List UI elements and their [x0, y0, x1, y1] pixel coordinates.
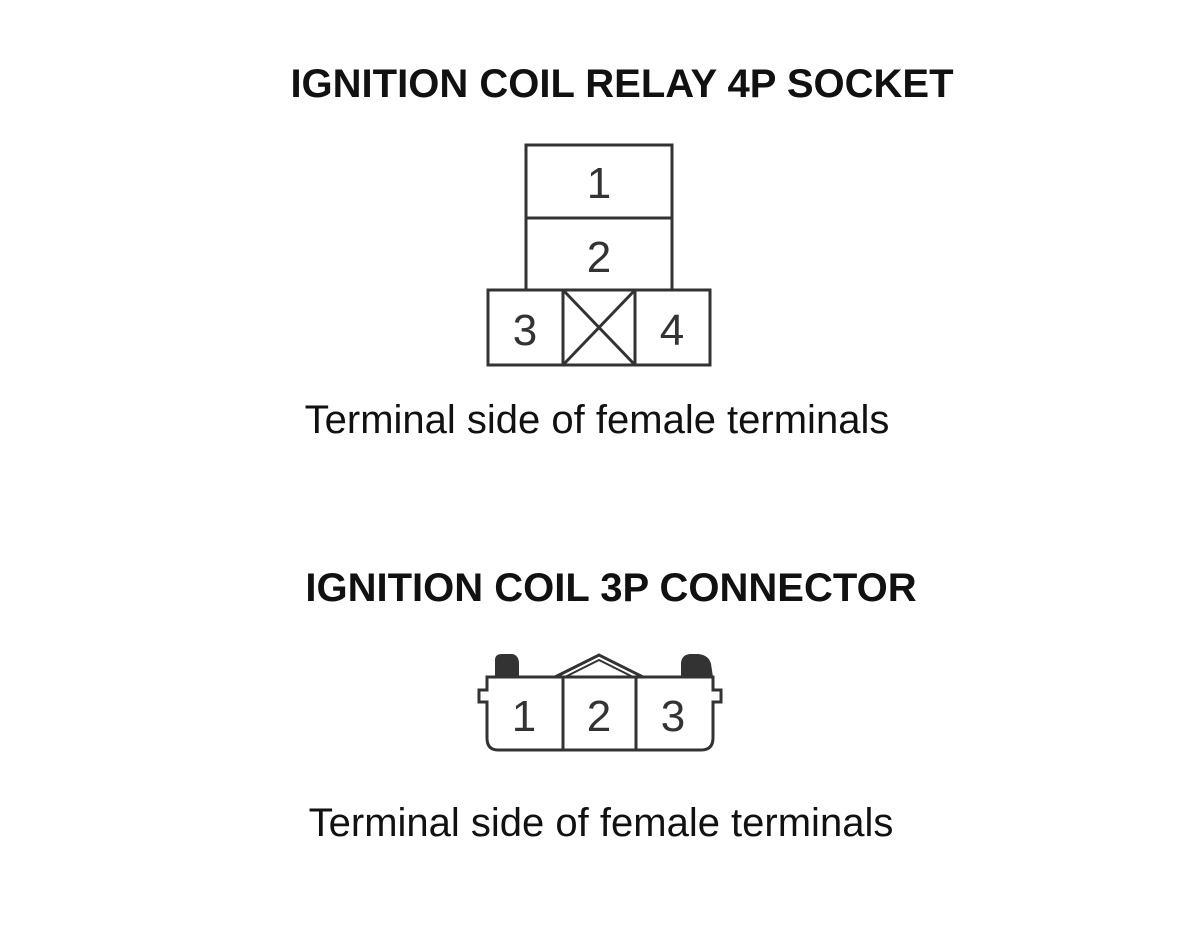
relay-pin-3-label: 3: [513, 306, 537, 355]
coil-connector-title: IGNITION COIL 3P CONNECTOR: [305, 566, 917, 610]
relay-socket-title: IGNITION COIL RELAY 4P SOCKET: [290, 62, 954, 106]
coil-connector-caption: Terminal side of female terminals: [308, 801, 894, 845]
empty-cavity-mark: [561, 288, 637, 367]
relay-pin-4-label: 4: [660, 306, 684, 355]
relay-socket-caption: Terminal side of female terminals: [304, 398, 890, 442]
relay-pin-1-label: 1: [587, 159, 611, 208]
relay-socket-lower-block: [486, 288, 712, 367]
relay-pin-2-label: 2: [587, 233, 611, 282]
